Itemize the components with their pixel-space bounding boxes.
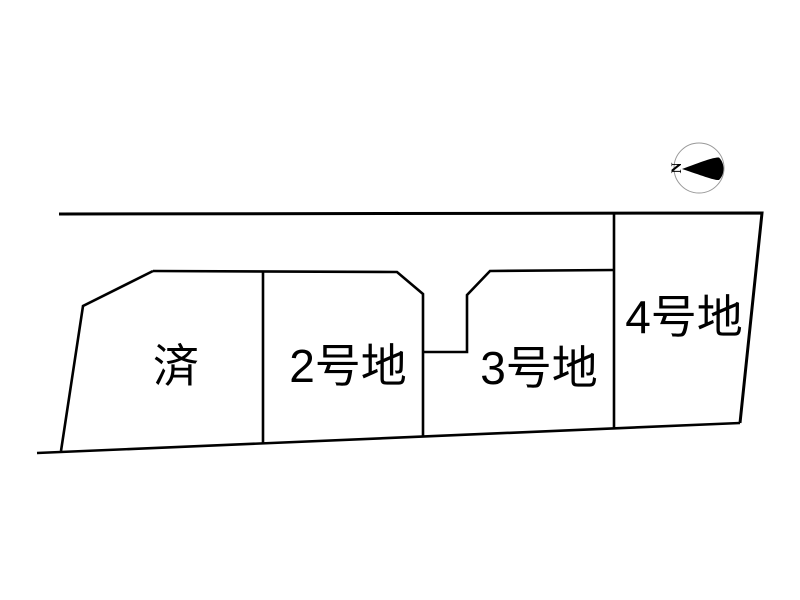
lot2-label: 2号地: [289, 340, 407, 392]
lot3-notch-and-north-boundary: [423, 268, 616, 354]
lot1-lot2-north-and-lot2-east-boundary: [152, 269, 425, 437]
compass-circle: [673, 142, 725, 194]
compass-north-label: N: [669, 162, 685, 173]
lot4-label: 4号地: [625, 291, 743, 343]
lot1-label: 済: [153, 340, 199, 392]
south-boundary-line: [36, 421, 741, 455]
lot1-west-boundary: [59, 269, 154, 452]
road-edge-and-lot4-east-boundary: [58, 211, 764, 424]
lot3-label: 3号地: [480, 342, 598, 394]
compass: N: [669, 142, 725, 194]
north-arrow-icon: [682, 157, 724, 181]
